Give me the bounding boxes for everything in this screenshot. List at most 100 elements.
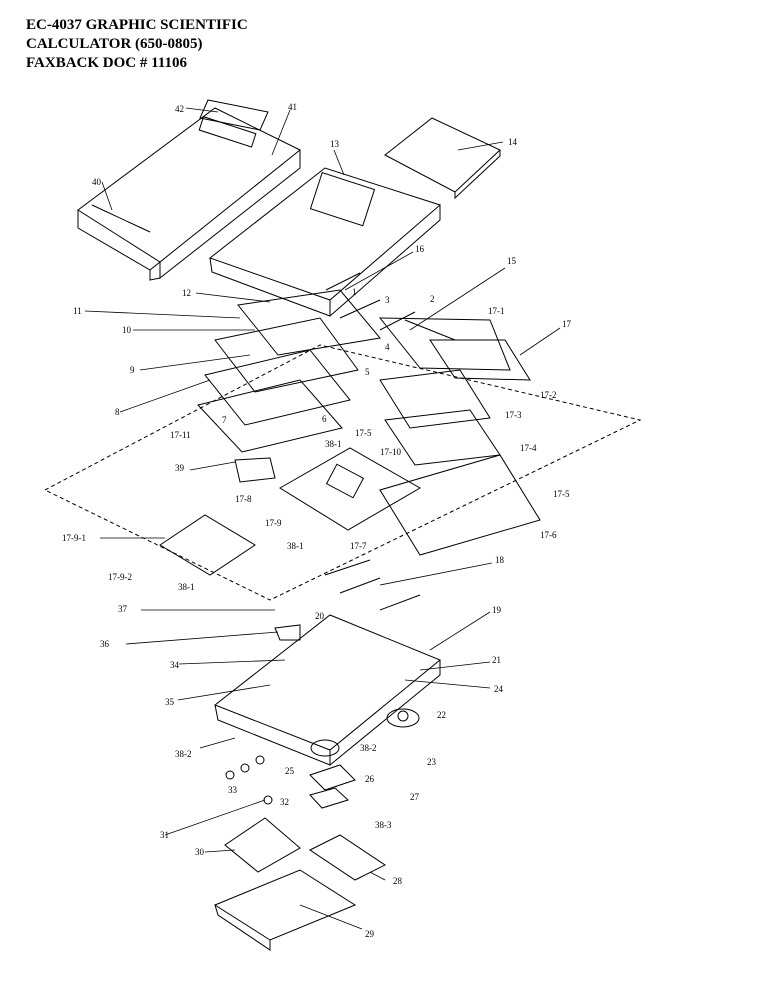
callout-label: 38-1 [178, 582, 195, 592]
callout-label: 37 [118, 604, 128, 614]
callout-label: 28 [393, 876, 403, 886]
part-40-strip [91, 204, 151, 233]
header-line-3: FAXBACK DOC # 11106 [26, 55, 187, 71]
callout-label: 38-3 [375, 820, 392, 830]
callout-label: 17-7 [350, 541, 367, 551]
callout-label: 1 [352, 287, 357, 297]
callout-label: 10 [122, 325, 132, 335]
part-17-3-lcd [379, 369, 491, 429]
part-41-window [198, 116, 257, 148]
callout-label: 30 [195, 847, 205, 857]
callout-label: 17-4 [520, 443, 537, 453]
callout-label: 17-2 [540, 390, 557, 400]
callout-label: 39 [175, 463, 185, 473]
part-14-cover [384, 117, 501, 193]
callout-label: 24 [494, 684, 504, 694]
callout-label: 38-2 [360, 743, 377, 753]
callout-label: 17-5 [355, 428, 372, 438]
callout-label: 2 [430, 294, 435, 304]
callout-label: 42 [175, 104, 184, 114]
part-33-screw [225, 770, 235, 780]
callout-label: 16 [415, 244, 425, 254]
callout-label: 9 [130, 365, 135, 375]
part-32-screw [263, 795, 273, 805]
callout-label: 15 [507, 256, 517, 266]
callout-label: 25 [285, 766, 295, 776]
callout-label: 38-1 [287, 541, 304, 551]
callout-label: 17-3 [505, 410, 522, 420]
callout-label: 7 [222, 415, 227, 425]
callout-label: 17 [562, 319, 572, 329]
callout-label: 32 [280, 797, 289, 807]
part-27-plate [309, 787, 349, 809]
callout-label: 31 [160, 830, 169, 840]
callout-label: 17-10 [380, 447, 401, 457]
part-36-clip [274, 624, 301, 641]
part-17-frame [378, 317, 511, 371]
part-17-4-frame [384, 409, 501, 466]
callout-label: 17-5 [553, 489, 570, 499]
callout-label: 17-6 [540, 530, 557, 540]
part-16-key [325, 272, 361, 291]
callout-label: 40 [92, 177, 102, 187]
callout-label: 3 [385, 295, 390, 305]
part-7-board [197, 379, 343, 453]
part-26-plate [309, 764, 356, 791]
part-17-9-chip [325, 463, 365, 499]
part-13-top-housing [208, 167, 442, 301]
part-17-9-pcb [279, 447, 421, 531]
part-13-display [309, 171, 376, 227]
callout-label: 38-1 [325, 439, 342, 449]
callout-label: 23 [427, 757, 437, 767]
callout-label: 17-11 [170, 430, 191, 440]
document-header: EC-4037 GRAPHIC SCIENTIFIC CALCULATOR (6… [26, 16, 248, 73]
callout-label: 17-1 [488, 306, 505, 316]
part-18-rail [324, 559, 371, 576]
callout-label: 29 [365, 929, 375, 939]
part-19-bottom-housing [214, 614, 441, 751]
callout-label: 41 [288, 102, 297, 112]
part-30-door [224, 817, 301, 873]
part-15-rail [404, 319, 456, 341]
part-12-keypad [237, 289, 381, 356]
callout-label: 22 [437, 710, 446, 720]
part-9-contacts [204, 349, 351, 426]
callout-label: 21 [492, 655, 501, 665]
callout-label: 27 [410, 792, 420, 802]
part-23-buzzer [386, 708, 420, 728]
part-41-case-side [77, 210, 161, 271]
part-42-plate [199, 99, 269, 131]
callout-label: 19 [492, 605, 502, 615]
callout-label: 17-8 [235, 494, 252, 504]
callout-label: 17-9-1 [62, 533, 86, 543]
callout-label: 11 [73, 306, 82, 316]
callout-label: 33 [228, 785, 238, 795]
part-17-6-sheet [379, 454, 541, 556]
callout-label: 34 [170, 660, 180, 670]
header-line-1: EC-4037 GRAPHIC SCIENTIFIC [26, 17, 248, 33]
part-29-back-cover [213, 869, 357, 941]
part-41-case [77, 107, 301, 263]
assembly-boundary [43, 344, 642, 601]
callout-label: 6 [322, 414, 327, 424]
part-17-9-bracket [159, 514, 256, 576]
part-17-8-cable [234, 457, 276, 483]
callout-label: 36 [100, 639, 110, 649]
callout-label: 8 [115, 407, 120, 417]
part-17-1-glass [429, 339, 531, 381]
callout-label: 5 [365, 367, 370, 377]
callout-label: 14 [508, 137, 518, 147]
callout-labels: 42 41 40 13 14 16 1 3 2 15 12 11 10 9 4 … [62, 102, 572, 939]
header-line-2: CALCULATOR (650-0805) [26, 36, 203, 52]
callout-label: 35 [165, 697, 175, 707]
callout-label: 17-9 [265, 518, 282, 528]
callout-label: 13 [330, 139, 340, 149]
callout-label: 4 [385, 342, 390, 352]
callout-label: 12 [182, 288, 191, 298]
callout-label: 20 [315, 611, 325, 621]
callout-label: 26 [365, 774, 375, 784]
part-28-label [309, 834, 386, 881]
callout-label: 18 [495, 555, 505, 565]
callout-label: 38-2 [175, 749, 192, 759]
